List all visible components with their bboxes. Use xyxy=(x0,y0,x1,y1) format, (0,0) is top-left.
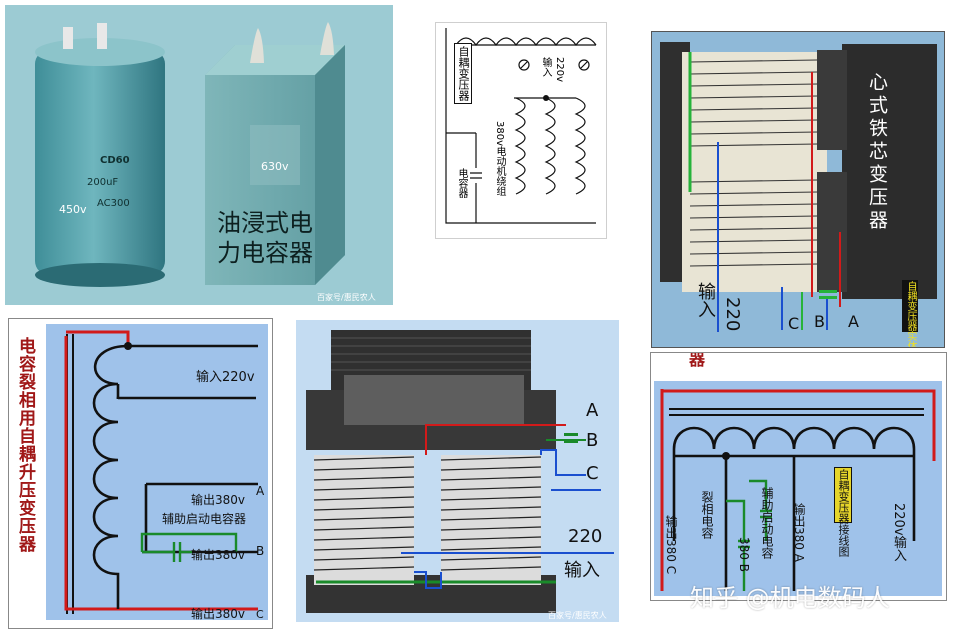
right-split-cap-label: 裂相电容 xyxy=(700,491,714,539)
left-outB-label: 输出380v xyxy=(191,548,246,562)
core-transformer-panel: 心式铁芯变压器 输入 220 A B C 自耦变压器实体图 xyxy=(651,31,945,348)
center-C-label: C xyxy=(586,463,599,484)
left-B-label: B xyxy=(256,544,265,558)
cap1-voltage-label: 450v xyxy=(59,203,87,216)
photo-watermark: 百家号/惠民农人 xyxy=(317,293,376,302)
center-220-label: 220 xyxy=(568,526,603,547)
core-B-label: B xyxy=(814,312,825,331)
schematic-winding-label: 380v电动机绕组 xyxy=(494,121,505,197)
core-A-label: A xyxy=(848,312,859,331)
core-220-label: 220 xyxy=(722,297,743,332)
core-title: 心式铁芯变压器 xyxy=(866,72,888,233)
center-B-label: B xyxy=(586,430,599,451)
center-diagram-panel: A B C 220 输入 百家号/惠民农人 xyxy=(296,320,619,622)
schematic-autotransformer-label: 自耦变压器 xyxy=(454,43,472,104)
schematic-input-label: 输入 xyxy=(540,57,551,77)
core-C-label: C xyxy=(788,314,800,333)
brand-watermark: 知乎 @机电数码人 xyxy=(690,584,890,612)
core-badge: 自耦变压器实体图 xyxy=(902,280,918,347)
cap1-ac-label: AC300 xyxy=(97,198,130,209)
cap2-voltage-label: 630v xyxy=(261,160,289,173)
cap1-spec-label: 200uF xyxy=(87,177,119,188)
right-diagram-lines xyxy=(660,389,936,591)
left-outA-label: 输出380v xyxy=(191,493,246,507)
center-input-label: 输入 xyxy=(564,560,600,581)
capacitor-photo-panel: CD60 200uF AC300 450v 630v 油浸式电 力电容器 百家号… xyxy=(5,5,393,305)
left-diagram-lines xyxy=(64,330,258,614)
schematic-lines xyxy=(445,28,597,224)
left-diagram-panel: 电容裂相用自耦升压变压器 xyxy=(8,318,273,629)
left-A-label: A xyxy=(256,484,265,498)
left-diagram-area: 输入220v 输出380v A 辅助启动电容器 输出380v B 输出380v … xyxy=(46,324,268,621)
right-b380-label: 380 B xyxy=(737,537,751,572)
right-aux-cap-label: 辅助启动电容 xyxy=(760,487,774,559)
right-top-title: 电容裂相用自耦升压变压器 xyxy=(683,353,707,379)
schematic-capacitor-label: 电容器 xyxy=(456,168,467,198)
left-cap-label: 辅助启动电容器 xyxy=(162,512,247,526)
right-out380A-label: 输出380 A xyxy=(792,503,806,562)
right-diagram-panel: 电容裂相用自耦升压变压器 自耦变压器接线图 输出380 A 辅助启动电容 裂相电… xyxy=(650,352,947,601)
right-out380C-label: 输出380 C xyxy=(664,515,678,575)
left-C-label: C xyxy=(256,608,264,621)
right-diagram-area xyxy=(654,381,942,596)
center-A-label: A xyxy=(586,400,599,421)
left-side-title: 电容裂相用自耦升压变压器 xyxy=(15,337,35,553)
center-watermark: 百家号/惠民农人 xyxy=(548,611,607,620)
schematic-panel: 自耦变压器 输入 220v 380v电动机绕组 电容器 xyxy=(435,22,607,239)
cap2-title-line2: 力电容器 xyxy=(217,239,313,267)
right-badge: 自耦变压器接线图 xyxy=(834,467,852,557)
center-diagram-art xyxy=(306,330,614,613)
right-input220-label: 220v输入 xyxy=(891,503,906,562)
capacitor-photo-art xyxy=(35,22,345,287)
cap1-brand-label: CD60 xyxy=(100,155,130,166)
core-transformer-art xyxy=(660,42,937,332)
schematic-220v-label: 220v xyxy=(554,57,565,83)
cap2-title-line1: 油浸式电 xyxy=(217,209,313,237)
left-outC-label: 输出380v xyxy=(191,607,246,621)
core-input-label: 输入 xyxy=(695,282,716,318)
left-input-label: 输入220v xyxy=(196,370,255,385)
